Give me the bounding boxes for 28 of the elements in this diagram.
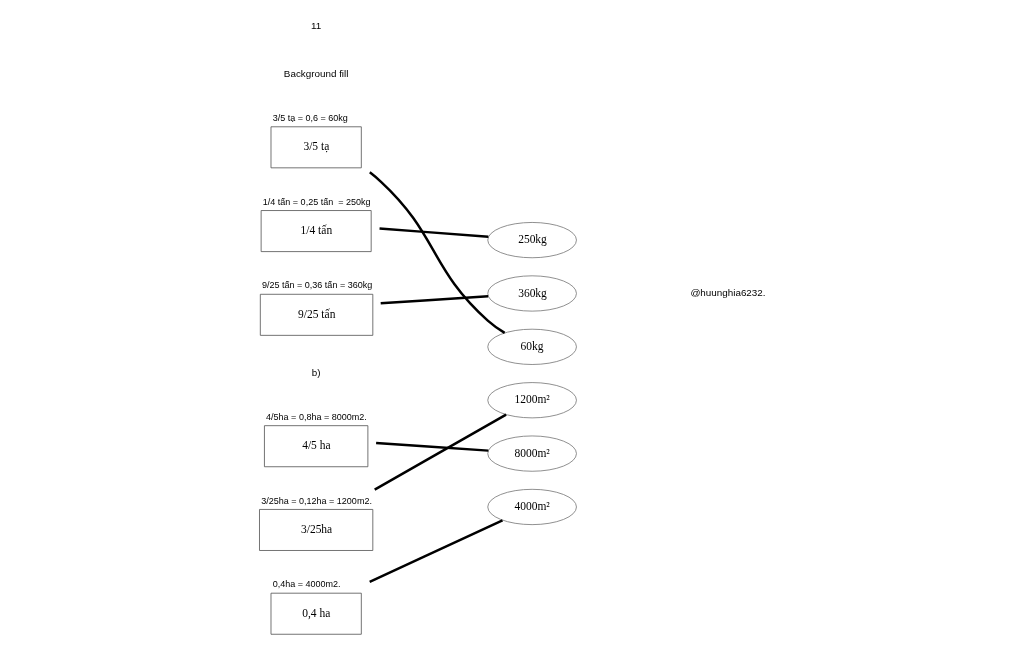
node-ellipse: 1200m²	[487, 382, 577, 419]
label: @huunghia6232.	[690, 287, 766, 299]
node-box: 1/4 tấn	[260, 210, 372, 252]
node-label: 9/25 tấn = 0,36 tấn = 360kg	[261, 280, 373, 291]
connector	[376, 441, 489, 452]
node-label: 0,4ha = 4000m2.	[272, 579, 341, 590]
node-box: 0,4 ha	[270, 592, 362, 635]
node-label: 4/5ha = 0,8ha = 8000m2.	[266, 411, 367, 422]
connector	[380, 295, 489, 305]
node-label: 3/25ha = 0,12ha = 1200m2.	[261, 495, 372, 506]
node-box: 3/25ha	[259, 509, 374, 551]
node-ellipse: 8000m²	[487, 435, 577, 472]
node-box: 4/5 ha	[264, 425, 369, 468]
node-label: 1/4 tấn = 0,25 tấn = 250kg	[262, 196, 371, 207]
node-label: 3/5 tạ = 0,6 = 60kg	[272, 112, 348, 123]
connector	[369, 519, 503, 583]
label: 11	[311, 20, 322, 32]
label: Background fill	[283, 67, 349, 79]
label: b)	[311, 366, 321, 378]
node-box: 9/25 tấn	[259, 293, 374, 336]
connector	[369, 171, 506, 334]
connector	[374, 413, 507, 491]
node-ellipse: 250kg	[487, 222, 577, 259]
node-ellipse: 4000m²	[487, 488, 577, 526]
node-box: 3/5 tạ	[270, 126, 362, 169]
node-ellipse: 60kg	[487, 328, 577, 365]
connector	[379, 227, 489, 239]
node-ellipse: 360kg	[487, 275, 577, 312]
